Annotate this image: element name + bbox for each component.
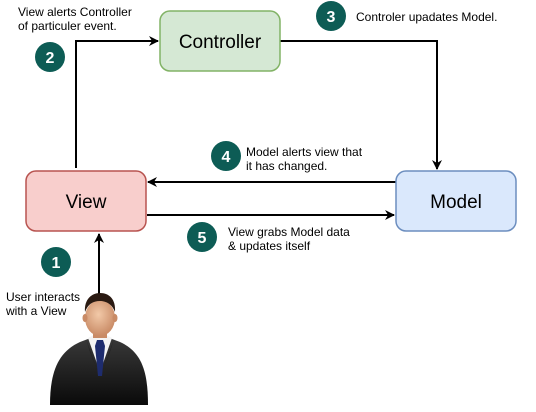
svg-text:3: 3 (327, 9, 336, 26)
step-badge-5: 5 (187, 222, 217, 252)
arrow-view-to-controller (75, 36, 159, 168)
controller-label: Controller (179, 32, 262, 53)
step-4-annotation: Model alerts view that it has changed. (246, 145, 363, 173)
svg-text:2: 2 (46, 50, 55, 67)
step-1-annotation: User interacts with a View (6, 290, 81, 318)
step-badge-1: 1 (41, 247, 71, 277)
view-label: View (66, 192, 107, 213)
controller-node: Controller (159, 10, 281, 72)
step-badge-2: 2 (35, 42, 65, 72)
svg-text:1: 1 (52, 255, 61, 272)
model-label: Model (430, 192, 482, 213)
step-badge-3: 3 (316, 1, 346, 31)
step-2-annotation: View alerts Controller of particuler eve… (18, 5, 132, 33)
step-3-annotation: Controler upadates Model. (356, 10, 498, 24)
view-node: View (25, 170, 147, 232)
businessman-icon (50, 293, 148, 405)
model-node: Model (395, 170, 517, 232)
step-badge-4: 4 (211, 141, 241, 171)
svg-text:4: 4 (222, 149, 231, 166)
svg-text:5: 5 (198, 230, 207, 247)
arrow-controller-to-model (280, 40, 442, 170)
step-5-annotation: View grabs Model data & updates itself (228, 225, 350, 253)
